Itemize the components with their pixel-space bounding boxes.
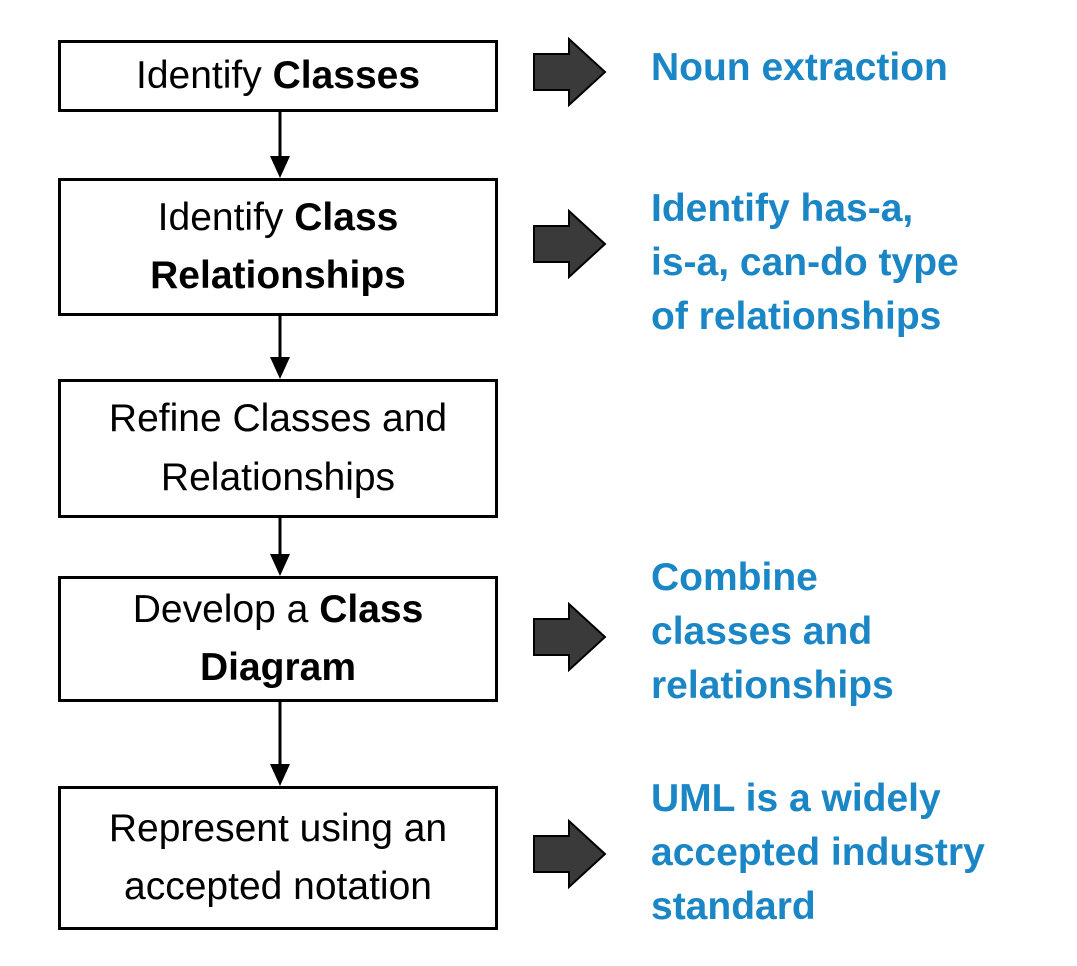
note-4-line-2: accepted industry [651, 831, 985, 874]
down-arrow-icon [270, 316, 290, 379]
right-block-arrow-icon [533, 36, 607, 108]
step-box-identify-classes: Identify Classes [58, 40, 498, 112]
note-noun-extraction: Noun extraction [651, 41, 948, 95]
right-block-arrow-icon [533, 601, 607, 673]
step-box-develop-class-diagram: Develop a Class Diagram [58, 576, 498, 702]
right-block-arrow-icon [533, 818, 607, 890]
step-box-identify-class-relationships: Identify Class Relationships [58, 178, 498, 316]
note-relationship-types: Identify has-a, is-a, can-do type of rel… [651, 182, 959, 344]
step-1-line-1: Identify Classes [135, 53, 421, 97]
step-2-line-2: Relationships [150, 254, 406, 297]
step-5-line-2: accepted notation [124, 865, 432, 908]
note-uml-standard: UML is a widely accepted industry standa… [651, 772, 985, 934]
step-box-represent-notation: Represent using an accepted notation [58, 786, 498, 930]
down-arrow-icon [270, 112, 290, 178]
note-3-line-2: classes and [651, 610, 873, 653]
step-3-line-1: Refine Classes and [108, 397, 448, 440]
step-2-line-1: Identify Class [157, 195, 399, 239]
down-arrow-icon [270, 518, 290, 576]
note-3-line-1: Combine [651, 556, 818, 599]
step-4-line-2: Diagram [199, 646, 357, 689]
note-combine-classes: Combine classes and relationships [651, 551, 894, 713]
step-5-line-1: Represent using an [108, 806, 448, 850]
note-4-line-3: standard [651, 885, 816, 928]
note-2-line-3: of relationships [651, 295, 942, 338]
down-arrow-icon [270, 702, 290, 786]
step-box-refine-classes: Refine Classes and Relationships [58, 379, 498, 518]
note-1-line-1: Noun extraction [651, 46, 948, 89]
note-2-line-2: is-a, can-do type [651, 241, 959, 284]
note-4-line-1: UML is a widely [651, 777, 941, 820]
step-4-line-1: Develop a Class [132, 587, 424, 631]
note-3-line-3: relationships [651, 664, 894, 707]
right-block-arrow-icon [533, 208, 607, 280]
note-2-line-1: Identify has-a, [651, 187, 914, 230]
step-3-line-2: Relationships [160, 455, 396, 499]
